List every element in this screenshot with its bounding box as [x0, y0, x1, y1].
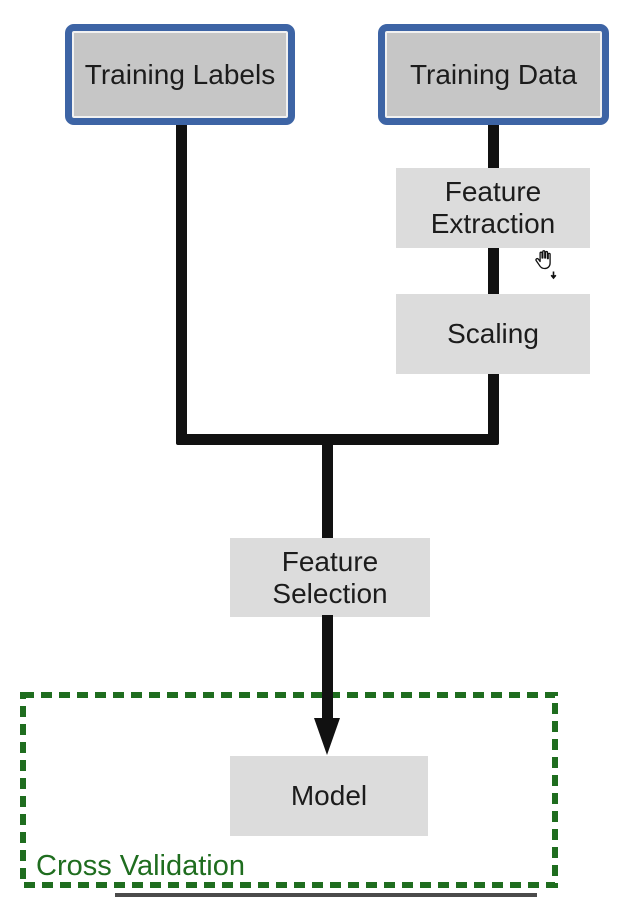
node-feature-extraction[interactable]: Feature Extraction [396, 168, 590, 248]
node-feature-extraction-text: Feature Extraction [430, 176, 556, 239]
connector-join-to-feature-selection [322, 434, 333, 540]
connector-feature-selection-to-model-shaft [322, 615, 333, 721]
node-training-data[interactable]: Training Data [378, 24, 609, 125]
cursor-down-arrow-icon [550, 271, 557, 280]
hand-drag-cursor-icon [535, 250, 557, 280]
connector-scaling-to-join [488, 372, 499, 445]
node-feature-selection[interactable]: Feature Selection [230, 538, 430, 617]
node-scaling[interactable]: Scaling [396, 294, 590, 374]
connector-join-horizontal-bar [176, 434, 499, 445]
arrow-head-icon [314, 718, 340, 755]
connector-feature-extraction-to-scaling [488, 246, 499, 298]
cross-validation-label: Cross Validation [36, 850, 246, 882]
node-model[interactable]: Model [230, 756, 428, 836]
connector-training-data-to-feature-extraction [488, 122, 499, 172]
connector-training-labels-to-join [176, 122, 187, 445]
node-model-text: Model [290, 780, 368, 811]
node-training-labels-text: Training Labels [84, 58, 276, 90]
bottom-edge-line [115, 893, 537, 897]
node-training-labels[interactable]: Training Labels [65, 24, 295, 125]
node-scaling-text: Scaling [447, 318, 539, 349]
node-training-data-text: Training Data [409, 58, 578, 90]
node-feature-selection-text: Feature Selection [272, 545, 388, 609]
